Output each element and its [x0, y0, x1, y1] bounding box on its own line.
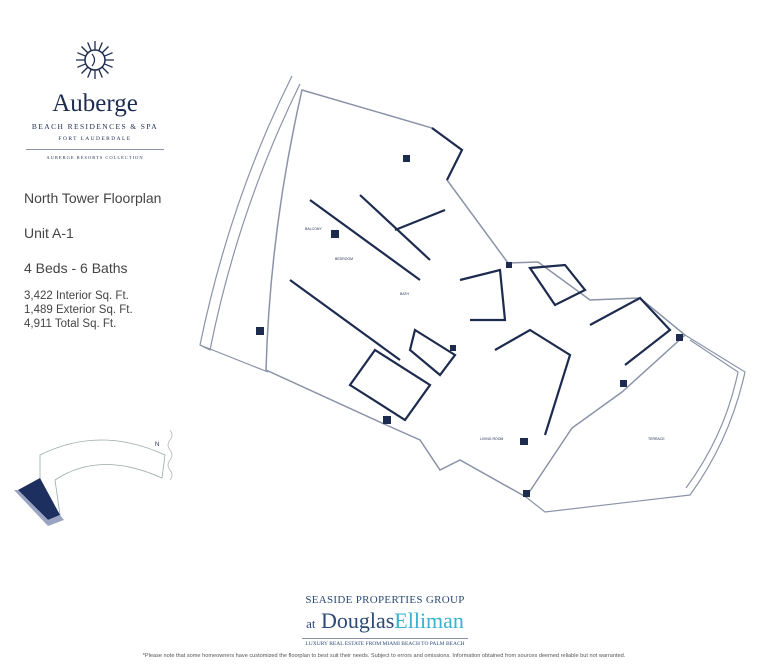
auberge-logo: Auberge BEACH RESIDENCES & SPA FORT LAUD…	[20, 40, 170, 161]
north-arrow: N	[155, 442, 159, 448]
broker-tagline: LUXURY REAL ESTATE FROM MIAMI BEACH TO P…	[302, 638, 468, 648]
balcony	[199, 75, 301, 373]
broker-logo: SEASIDE PROPERTIES GROUP at DouglasEllim…	[290, 594, 480, 648]
interior-sqft: 3,422 Interior Sq. Ft.	[24, 290, 129, 302]
sun-face-icon	[76, 41, 114, 79]
broker-name: at DouglasElliman	[290, 607, 480, 637]
broker-douglas: Douglas	[320, 608, 395, 633]
balcony-label: BALCONY	[305, 227, 322, 231]
living-room-label: LIVING ROOM	[480, 437, 503, 441]
logo-collection: AUBERGE RESORTS COLLECTION	[46, 155, 144, 160]
broker-at: at	[306, 616, 316, 631]
divider	[26, 149, 164, 150]
unit-name: Unit A-1	[24, 225, 74, 241]
total-sqft: 4,911 Total Sq. Ft.	[24, 318, 117, 330]
ocean-waves-icon	[167, 429, 173, 481]
terrace-label: TERRACE	[648, 437, 665, 441]
bedroom-label: BEDROOM	[335, 257, 353, 261]
terrace	[525, 334, 746, 513]
logo-name: Auberge	[52, 90, 138, 117]
columns	[256, 155, 683, 497]
logo-location: FORT LAUDERDALE	[58, 136, 132, 142]
exterior-walls	[265, 89, 687, 498]
bath-label: BATH	[400, 292, 410, 296]
unit-info: North Tower Floorplan Unit A-1 4 Beds - …	[24, 190, 161, 331]
room-labels: BALCONY TERRACE LIVING ROOM BEDROOM BATH	[305, 227, 665, 441]
logo-subtitle: BEACH RESIDENCES & SPA	[31, 122, 159, 131]
floorplan-title: North Tower Floorplan	[24, 190, 162, 206]
site-key-plan: N	[14, 429, 173, 526]
disclaimer: *Please note that some homeowners have c…	[142, 653, 626, 659]
beds-baths: 4 Beds - 6 Baths	[24, 260, 128, 276]
broker-group: SEASIDE PROPERTIES GROUP	[305, 594, 465, 606]
broker-elliman: Elliman	[394, 608, 464, 633]
exterior-sqft: 1,489 Exterior Sq. Ft.	[24, 304, 133, 316]
